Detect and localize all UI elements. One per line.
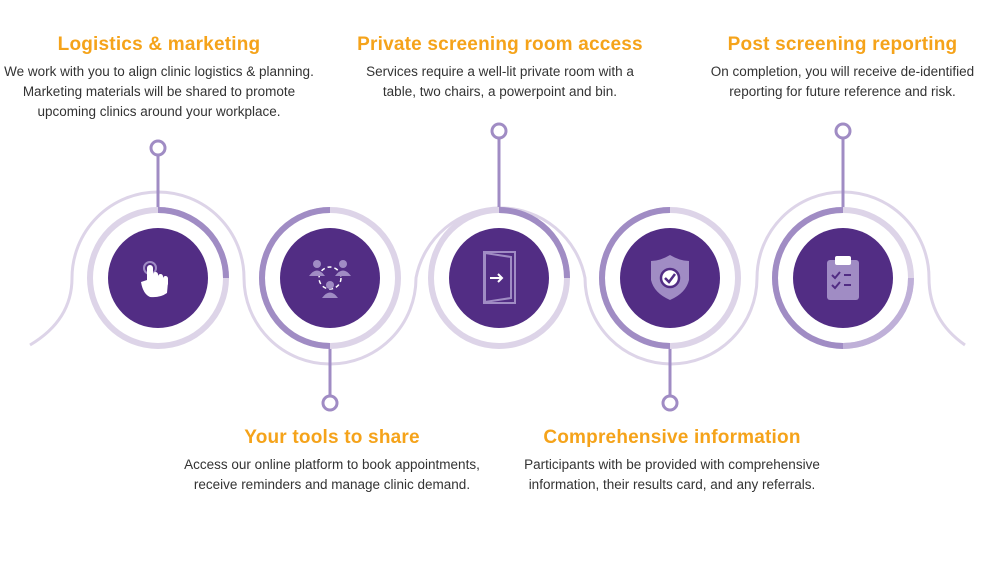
- step-node-5: [772, 122, 914, 349]
- step-node-1: [87, 139, 229, 349]
- step-title: Logistics & marketing: [57, 34, 261, 55]
- step-tools: Your tools to share Access our online pl…: [172, 427, 492, 495]
- step-post-reporting: Post screening reporting On completion, …: [700, 34, 983, 102]
- step-title: Post screening reporting: [727, 34, 958, 55]
- step-description: Access our online platform to book appoi…: [184, 457, 480, 492]
- clipboard-checklist-icon: [827, 256, 859, 300]
- step-node-4: [599, 207, 741, 412]
- step-title: Comprehensive information: [543, 427, 801, 448]
- step-node-3: [428, 122, 570, 349]
- step-logistics: Logistics & marketing We work with you t…: [0, 34, 318, 122]
- hand-pointer-icon: [141, 261, 168, 298]
- door-icon: [483, 251, 516, 304]
- step-description: On completion, you will receive de-ident…: [710, 64, 975, 99]
- step-description: Services require a well-lit private room…: [366, 64, 634, 99]
- people-network-icon: [309, 260, 351, 298]
- step-description: We work with you to align clinic logisti…: [4, 64, 314, 119]
- step-node-2: [259, 207, 401, 412]
- step-title: Your tools to share: [244, 427, 420, 448]
- step-title: Private screening room access: [357, 34, 643, 55]
- step-description: Participants with be provided with compr…: [524, 457, 820, 492]
- shield-check-icon: [651, 255, 689, 300]
- step-private-room: Private screening room access Services r…: [355, 34, 645, 102]
- step-comprehensive-info: Comprehensive information Participants w…: [512, 427, 832, 495]
